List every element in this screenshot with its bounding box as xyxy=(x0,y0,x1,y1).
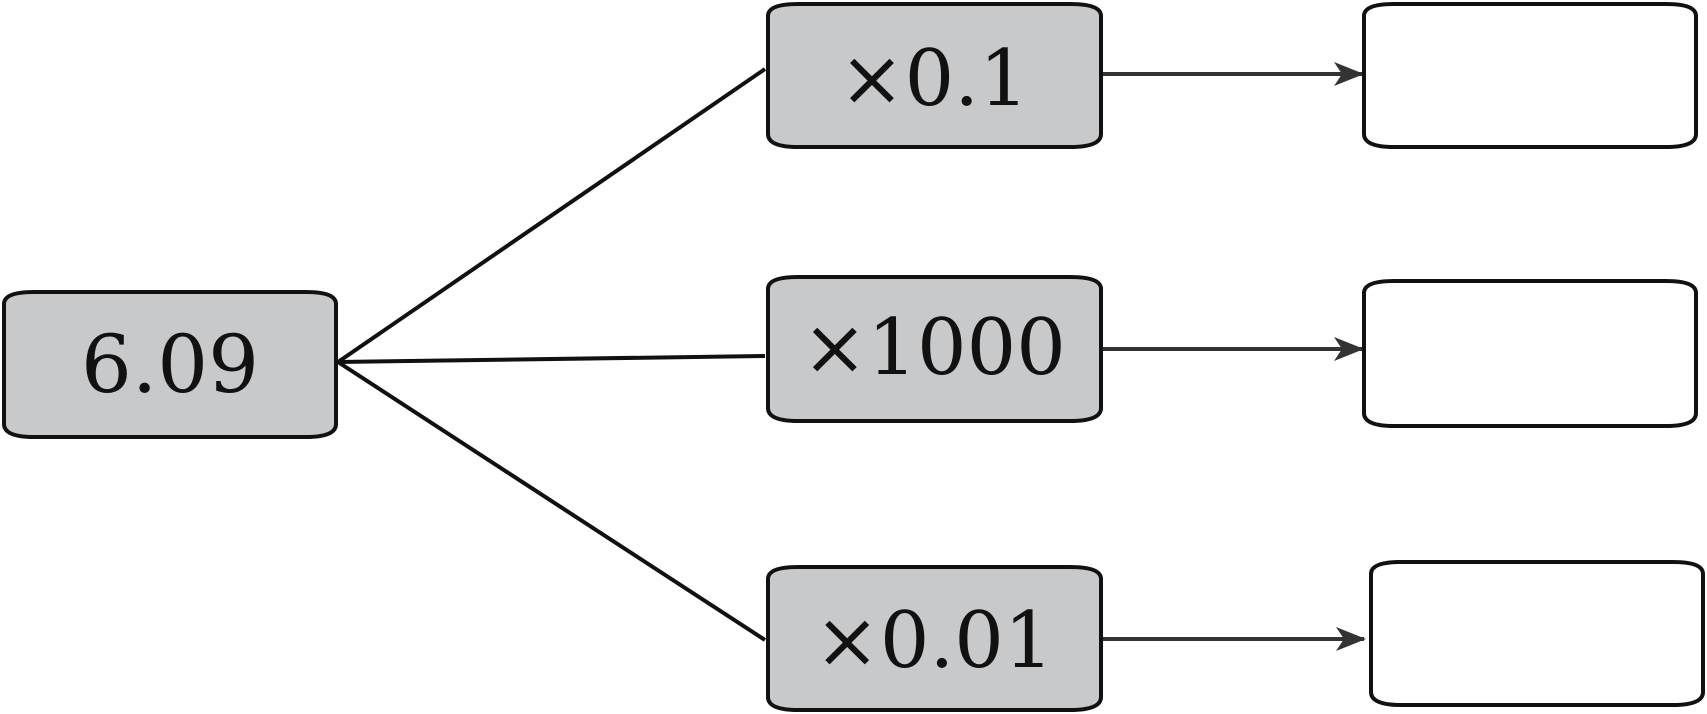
operator-box-middle: ×1000 xyxy=(766,275,1103,423)
connector-line-middle xyxy=(337,354,766,364)
operator-box-middle-shape xyxy=(766,275,1103,423)
result-box-top[interactable] xyxy=(1362,1,1698,149)
source-value: 6.09 xyxy=(81,318,259,411)
operator-box-top-shape xyxy=(766,1,1103,149)
operator-label-bottom: ×0.01 xyxy=(814,596,1053,686)
source-box: 6.09 xyxy=(1,290,338,439)
operator-label-top: ×0.1 xyxy=(839,34,1028,124)
source-box-shape xyxy=(1,290,338,439)
operator-box-bottom: ×0.01 xyxy=(766,565,1103,712)
operator-box-top: ×0.1 xyxy=(766,1,1103,149)
connector-line-bottom xyxy=(336,360,767,642)
operator-box-bottom-shape xyxy=(766,565,1103,712)
operator-label-middle: ×1000 xyxy=(802,303,1066,393)
connector-line-top xyxy=(336,67,767,364)
result-box-bottom-shape xyxy=(1369,560,1705,707)
result-box-top-shape xyxy=(1362,1,1698,149)
result-box-middle[interactable] xyxy=(1362,279,1698,428)
result-box-middle-shape xyxy=(1362,279,1698,428)
result-box-bottom[interactable] xyxy=(1369,560,1705,707)
